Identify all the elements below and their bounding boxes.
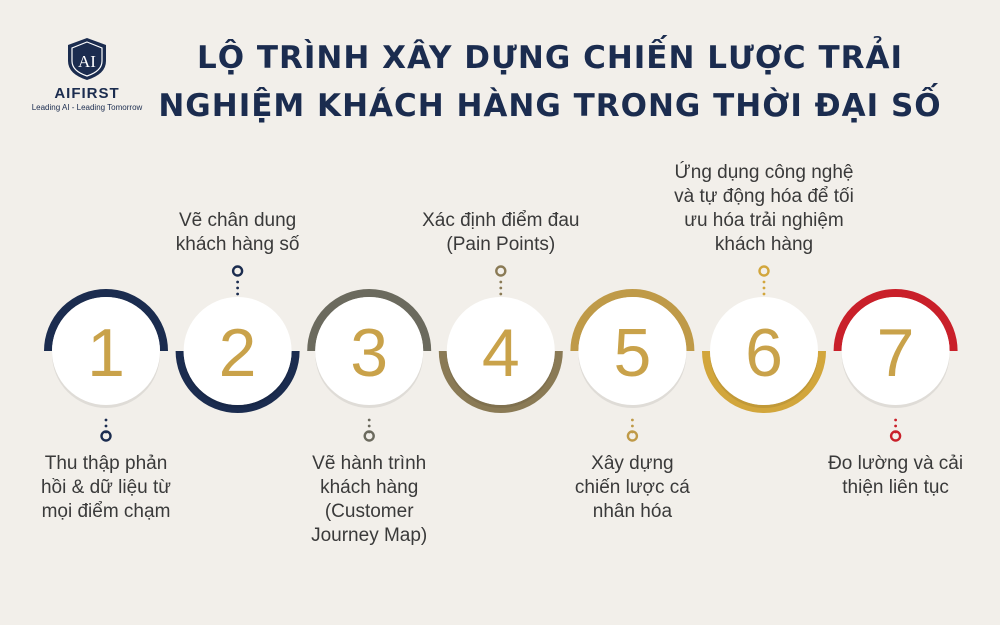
label-line: Journey Map) xyxy=(311,525,428,546)
step-5-label: Xây dựng chiến lược cá nhân hóa xyxy=(537,452,727,524)
label-line: khách hàng số xyxy=(175,234,300,255)
step-arc xyxy=(44,289,168,352)
step-circle xyxy=(183,297,292,405)
label-line: khách hàng xyxy=(320,477,419,498)
label-line: mọi điểm chạm xyxy=(41,501,171,522)
brand-tagline: Leading AI - Leading Tomorrow xyxy=(31,103,143,112)
logo: AI AIFIRST Leading AI - Leading Tomorrow xyxy=(22,36,152,112)
label-line: Xây dựng xyxy=(591,453,674,474)
connector-dot xyxy=(104,418,108,422)
title-line-1: LỘ TRÌNH XÂY DỰNG CHIẾN LƯỢC TRẢI xyxy=(196,40,904,76)
title-line-2: NGHIỆM KHÁCH HÀNG TRONG THỜI ĐẠI SỐ xyxy=(158,88,942,124)
connector-dot xyxy=(367,418,371,422)
label-line: hồi & dữ liệu từ xyxy=(40,477,171,498)
step-circle xyxy=(710,297,818,405)
label-line: thiện liên tục xyxy=(842,477,949,498)
connector-marker xyxy=(889,430,902,442)
connector-dot xyxy=(762,286,766,290)
step-arc xyxy=(570,289,695,352)
step-circle xyxy=(446,297,555,405)
connector-dot xyxy=(236,292,240,296)
label-line: và tự động hóa để tối xyxy=(674,186,854,207)
connector-dot xyxy=(236,280,240,284)
label-line: Đo lường và cải xyxy=(828,453,964,474)
step-number: 1 xyxy=(87,315,125,391)
step-number: 7 xyxy=(877,315,915,391)
step-2: 2 xyxy=(175,265,300,413)
connector-marker xyxy=(363,430,375,442)
step-1-label: Thu thập phản hồi & dữ liệu từ mọi điểm ch… xyxy=(11,452,201,524)
step-arc xyxy=(307,289,432,352)
connector-marker xyxy=(100,430,112,442)
label-line: Vẽ chân dung xyxy=(178,210,297,231)
connector-marker xyxy=(231,265,244,277)
connector-dot xyxy=(236,286,240,290)
label-line: Xác định điểm đau xyxy=(422,210,580,231)
step-6-label: Ứng dụng công nghệ và tự động hóa để tối ư… xyxy=(669,161,859,257)
connector-dot xyxy=(104,424,108,428)
brand-name: AIFIRST xyxy=(54,85,120,102)
connector-dot xyxy=(762,292,766,296)
step-circle xyxy=(578,297,687,405)
step-1: 1 xyxy=(44,289,168,442)
connector-marker xyxy=(758,265,770,277)
shield-logo-icon: AI xyxy=(68,38,106,80)
step-2-label: Vẽ chân dung khách hàng số xyxy=(143,209,333,257)
label-line: Ứng dụng công nghệ xyxy=(674,162,854,183)
label-line: ưu hóa trải nghiệm xyxy=(684,210,844,231)
step-7-label: Đo lường và cải thiện liên tục xyxy=(801,452,991,500)
step-circle xyxy=(315,297,424,405)
step-arc xyxy=(702,350,826,413)
logo-mark: AI xyxy=(78,52,96,71)
connector-dot xyxy=(631,418,634,422)
step-7: 7 xyxy=(833,289,958,442)
label-line: khách hàng xyxy=(714,234,814,255)
connector-dot xyxy=(499,280,503,284)
step-4: 4 xyxy=(438,265,563,413)
step-circle xyxy=(841,297,950,405)
connector-dot xyxy=(499,292,503,296)
step-circle xyxy=(52,297,160,405)
connector-dot xyxy=(499,286,503,290)
step-4-label: Xác định điểm đau (Pain Points) xyxy=(406,209,596,257)
label-line: (Pain Points) xyxy=(446,234,556,255)
step-number: 3 xyxy=(350,315,388,391)
step-arc xyxy=(833,289,958,352)
label-line: Vẽ hành trình xyxy=(312,453,427,474)
connector-marker xyxy=(495,265,507,277)
label-line: nhân hóa xyxy=(592,501,673,522)
label-line: Thu thập phản xyxy=(44,453,168,474)
page-title: LỘ TRÌNH XÂY DỰNG CHIẾN LƯỢC TRẢI NGHIỆM… xyxy=(140,34,960,130)
label-line: chiến lược cá xyxy=(574,477,690,498)
step-arc xyxy=(175,350,300,413)
connector-dot xyxy=(894,424,897,428)
label-line: (Customer xyxy=(324,501,414,522)
step-arc xyxy=(438,350,563,413)
connector-dot xyxy=(631,424,634,428)
step-number: 6 xyxy=(745,315,783,391)
connector-dot xyxy=(894,418,897,422)
connector-dot xyxy=(762,280,766,284)
connector-marker xyxy=(626,430,639,442)
step-6: 6 xyxy=(702,265,826,413)
step-3: 3 xyxy=(307,289,432,442)
connector-dot xyxy=(367,424,371,428)
step-5: 5 xyxy=(570,289,695,442)
step-number: 2 xyxy=(219,315,257,391)
step-number: 4 xyxy=(482,315,520,391)
step-number: 5 xyxy=(613,315,651,391)
